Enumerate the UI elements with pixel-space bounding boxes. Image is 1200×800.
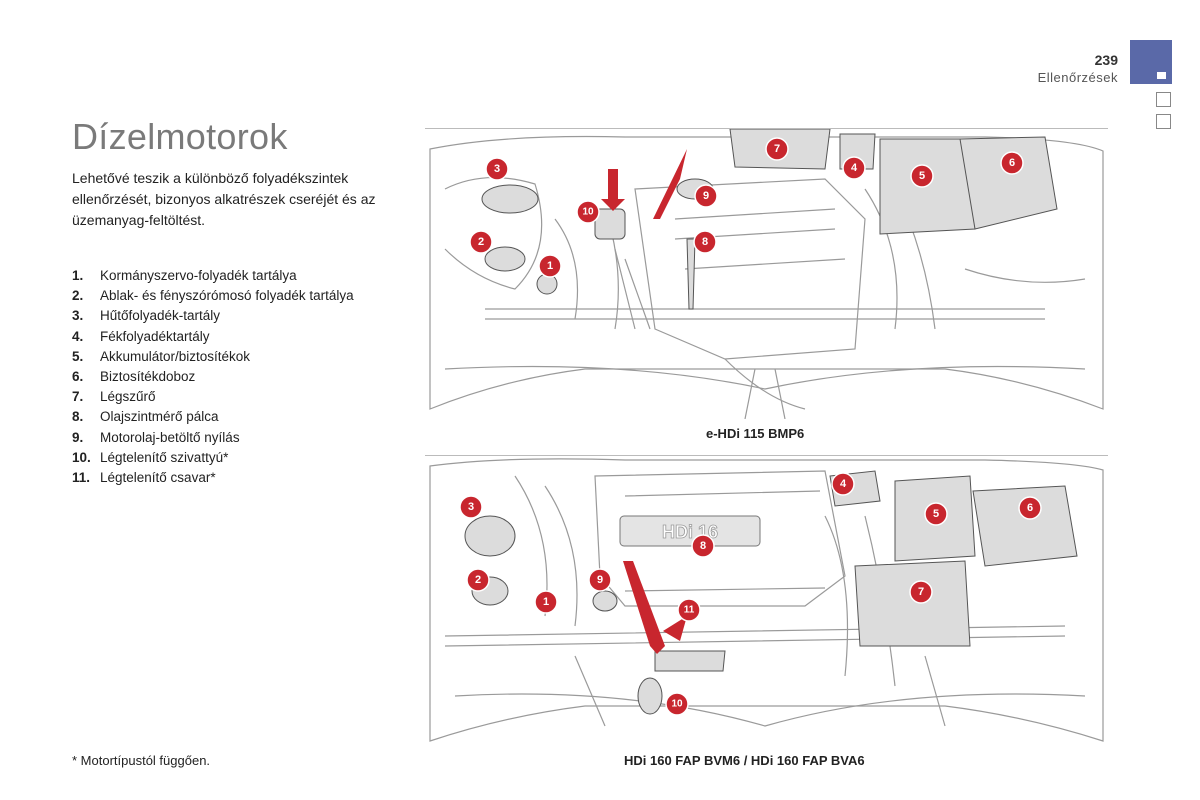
chapter-square-icon [1156,114,1171,129]
svg-text:6: 6 [1027,502,1033,514]
callout-badge: 8 [691,534,715,558]
legend-item: 8.Olajszintmérő pálca [72,409,219,425]
svg-text:2: 2 [478,236,484,248]
svg-text:8: 8 [702,236,708,248]
svg-text:1: 1 [547,260,553,272]
svg-text:7: 7 [918,586,924,598]
legend-item: 7.Légszűrő [72,389,156,405]
component-legend: 1.Kormányszervo-folyadék tartálya 2.Abla… [72,266,354,488]
svg-text:10: 10 [671,699,683,710]
callout-badge: 9 [588,568,612,592]
callout-badge: 5 [924,502,948,526]
svg-text:4: 4 [851,162,858,174]
diagram-caption: HDi 160 FAP BVM6 / HDi 160 FAP BVA6 [624,753,865,768]
svg-text:3: 3 [494,163,500,175]
diagram-caption: e-HDi 115 BMP6 [706,426,805,441]
svg-text:8: 8 [700,540,706,552]
svg-text:6: 6 [1009,157,1015,169]
callout-badge: 6 [1018,496,1042,520]
callout-badge: 4 [842,156,866,180]
callout-badge: 10 [576,200,600,224]
legend-item: 3.Hűtőfolyadék-tartály [72,308,221,324]
engine-diagram-ehdi115: 1 2 3 4 5 6 7 8 9 10 [425,128,1108,419]
callout-badge: 2 [466,568,490,592]
legend-item: 5.Akkumulátor/biztosítékok [72,348,251,364]
intro-text: Lehetővé teszik a különböző folyadékszin… [72,170,376,228]
svg-text:1: 1 [543,596,549,608]
callout-badge: 4 [831,472,855,496]
svg-text:5: 5 [919,170,925,182]
svg-text:4: 4 [840,478,847,490]
svg-text:9: 9 [703,190,709,202]
callout-badge: 9 [694,184,718,208]
legend-item: 10.Légtelenítő szivattyú* [72,449,229,465]
legend-item: 4.Fékfolyadéktartály [72,328,210,344]
callout-badge: 3 [459,495,483,519]
callout-badge: 7 [909,580,933,604]
callout-badge: 10 [665,692,689,716]
svg-text:7: 7 [774,143,780,155]
chapter-tab-marker [1157,72,1166,79]
svg-text:9: 9 [597,574,603,586]
callout-badge: 1 [538,254,562,278]
legend-item: 6.Biztosítékdoboz [72,369,196,385]
legend-item: 9.Motorolaj-betöltő nyílás [72,429,240,445]
callout-badge: 3 [485,157,509,181]
chapter-square-icon [1156,92,1171,107]
section-title: Ellenőrzések [1037,70,1118,85]
svg-text:10: 10 [582,207,594,218]
callout-badge: 7 [765,137,789,161]
legend-item: 11.Légtelenítő csavar* [72,470,216,486]
page-title: Dízelmotorok [72,116,288,157]
engine-diagram-hdi160: HDi 16 1 2 3 4 5 6 7 8 9 10 11 [425,455,1108,742]
callout-badge: 6 [1000,151,1024,175]
callout-badge: 5 [910,164,934,188]
svg-text:11: 11 [684,605,695,616]
footnote: * Motortípustól függően. [72,753,211,768]
callout-badge: 1 [534,590,558,614]
svg-text:2: 2 [475,574,481,586]
callout-badge: 2 [469,230,493,254]
legend-item: 2.Ablak- és fényszórómosó folyadék tartá… [72,288,354,304]
page-number: 239 [1094,52,1118,68]
svg-text:3: 3 [468,501,474,513]
callout-badge: 11 [677,598,701,622]
callout-badge: 8 [693,230,717,254]
svg-text:5: 5 [933,508,939,520]
legend-item: 1.Kormányszervo-folyadék tartálya [72,268,297,283]
